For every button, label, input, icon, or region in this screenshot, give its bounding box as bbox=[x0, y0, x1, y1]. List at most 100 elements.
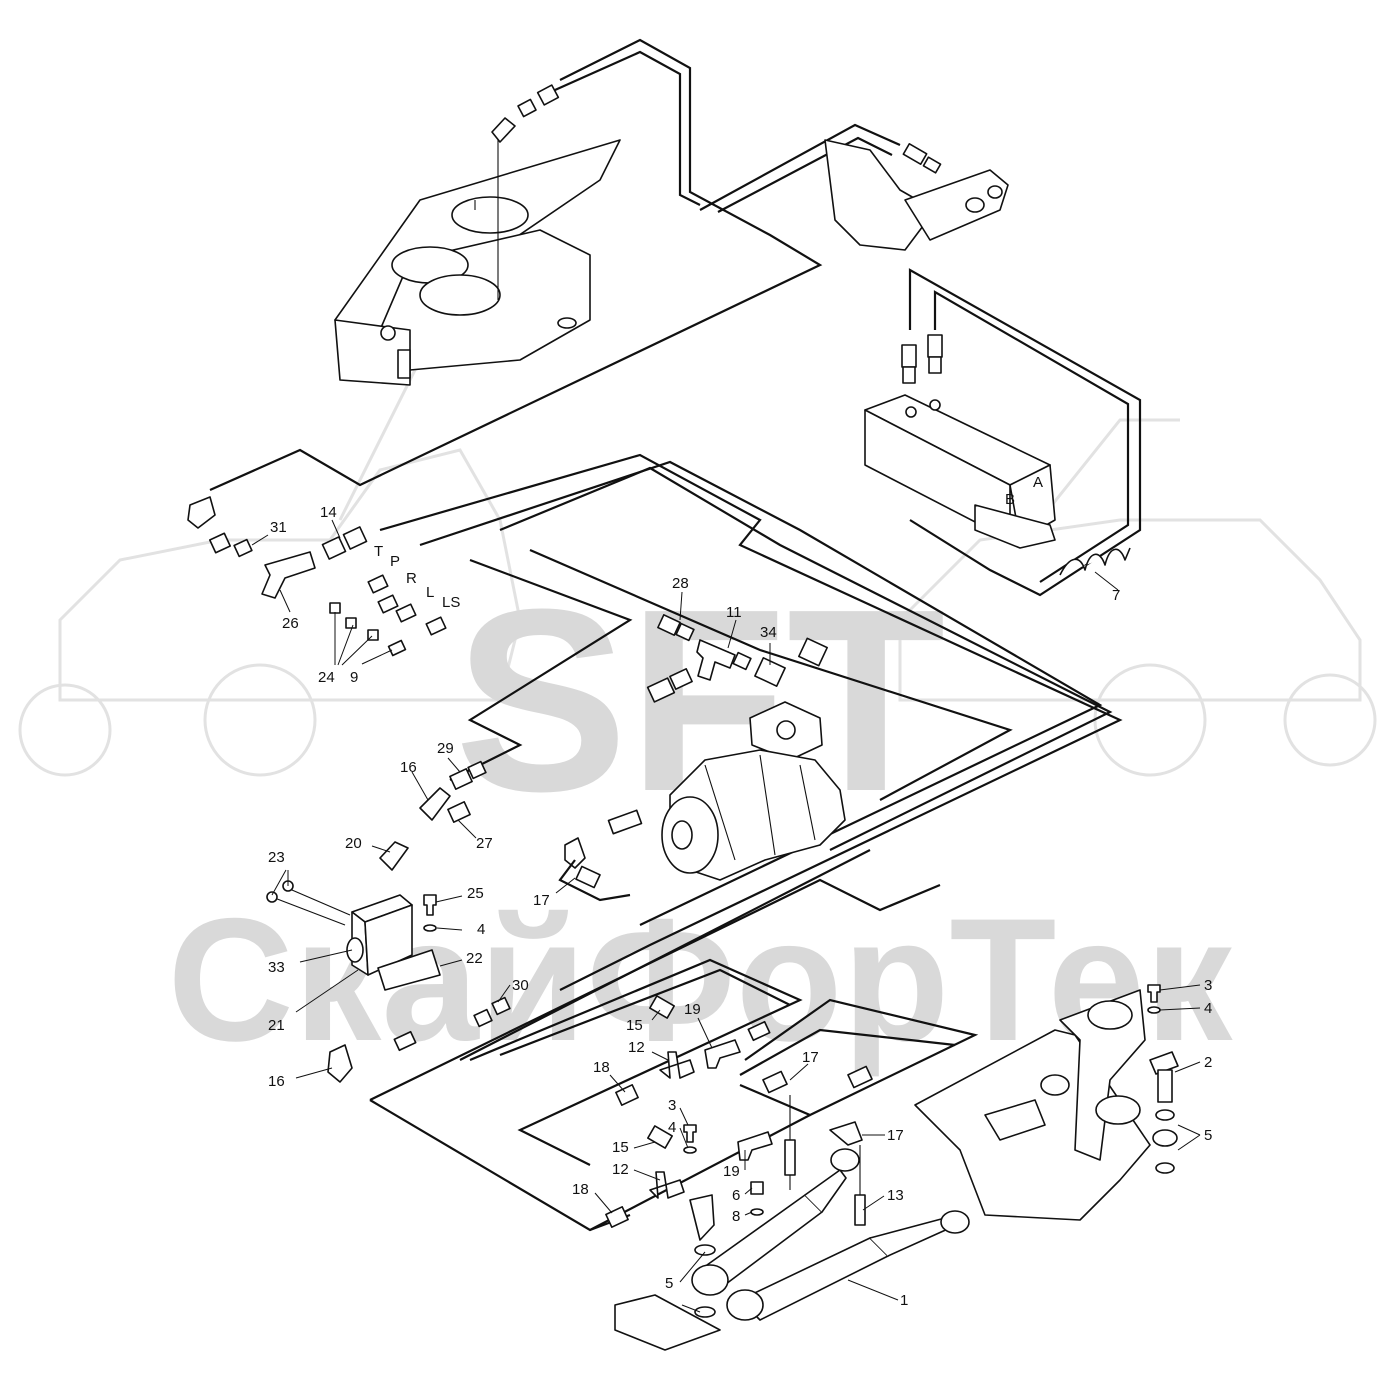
bracket-22 bbox=[377, 949, 441, 991]
washer-5-c bbox=[1155, 1109, 1175, 1121]
stud-17-left bbox=[784, 1139, 796, 1176]
port-label-r: R bbox=[406, 570, 417, 587]
callout-1: 1 bbox=[900, 1292, 908, 1309]
tee-12-upper bbox=[659, 1051, 695, 1079]
fitting-19-right bbox=[747, 1020, 771, 1042]
hose-pedal-return-b bbox=[717, 136, 893, 213]
fitting-30a bbox=[473, 1008, 493, 1028]
washer-4-upper bbox=[423, 924, 437, 932]
hose-17-elbow bbox=[564, 837, 586, 869]
fitting-17-mid-b bbox=[847, 1065, 873, 1089]
callout-16-upper: 16 bbox=[400, 759, 417, 776]
fitting-p bbox=[367, 574, 389, 594]
callout-18-upper: 18 bbox=[593, 1059, 610, 1076]
hose-cylinder-feed-b bbox=[459, 849, 871, 1061]
priority-block-port bbox=[346, 937, 364, 963]
brake-valve-fitting bbox=[902, 143, 928, 165]
callout-8: 8 bbox=[732, 1208, 740, 1225]
callout-12-upper: 12 bbox=[628, 1039, 645, 1056]
bolt-3-right bbox=[1147, 984, 1161, 1003]
fitting-15-upper bbox=[649, 995, 675, 1019]
brake-valve-fitting-2 bbox=[922, 156, 942, 174]
fitting-14b bbox=[342, 526, 368, 550]
washer-4-right bbox=[1147, 1006, 1161, 1014]
cylinder-tee-group bbox=[605, 995, 873, 1228]
callout-24: 24 bbox=[318, 669, 335, 686]
callout-3-left: 3 bbox=[668, 1097, 676, 1114]
callout-numbers: 1 2 3 3 4 4 4 5 5 6 7 8 9 11 12 12 13 14… bbox=[268, 504, 1212, 1309]
hose-loop-lower bbox=[449, 558, 633, 781]
elbow-16-upper bbox=[419, 787, 451, 821]
callout-23: 23 bbox=[268, 849, 285, 866]
callout-3-right: 3 bbox=[1204, 977, 1212, 994]
bracket-arm-left bbox=[689, 1194, 715, 1241]
hose-top-steering bbox=[209, 38, 823, 492]
callout-14: 14 bbox=[320, 504, 337, 521]
fitting-9 bbox=[387, 639, 407, 657]
fitting-29b bbox=[467, 760, 487, 780]
cylinder-rear-eye bbox=[830, 1148, 860, 1172]
callout-18-lower: 18 bbox=[572, 1181, 589, 1198]
hose-cylinder-loop-d bbox=[739, 1028, 956, 1076]
hose-top-steering-b bbox=[554, 50, 701, 206]
brake-valve-port-2 bbox=[987, 185, 1003, 199]
callout-5-right: 5 bbox=[1204, 1127, 1212, 1144]
fitting-28 bbox=[657, 614, 681, 636]
callout-29: 29 bbox=[437, 740, 454, 757]
hose-cylinder-loop bbox=[469, 958, 803, 1166]
bolt-25 bbox=[423, 894, 437, 916]
valve-port-hole-2 bbox=[929, 399, 941, 411]
hose-pedal-return bbox=[699, 123, 901, 211]
fitting-elbow-left bbox=[187, 496, 216, 529]
callout-21: 21 bbox=[268, 1017, 285, 1034]
pump-fitting-upper-b bbox=[669, 668, 693, 690]
fitting-28b bbox=[675, 622, 695, 642]
callout-34: 34 bbox=[760, 624, 777, 641]
hose-loop-lower-b bbox=[529, 548, 1013, 801]
brake-valve-bracket bbox=[824, 139, 936, 251]
fitting-18-upper bbox=[615, 1084, 639, 1106]
elbow-17-right bbox=[829, 1121, 863, 1146]
callout-6: 6 bbox=[732, 1187, 740, 1204]
callout-15-upper: 15 bbox=[626, 1017, 643, 1034]
valve-port-hole-1 bbox=[905, 406, 917, 418]
watermark-tractor-left bbox=[18, 338, 522, 777]
fitting-l bbox=[395, 603, 417, 623]
callout-20: 20 bbox=[345, 835, 362, 852]
valve-fitting-a bbox=[901, 344, 917, 368]
hose-network bbox=[209, 38, 1142, 1232]
port-label-t: T bbox=[374, 543, 383, 560]
steering-cylinders bbox=[614, 1148, 970, 1351]
pedal-bore-3 bbox=[419, 274, 501, 316]
brake-valve-body bbox=[904, 169, 1009, 241]
fitting-11b bbox=[732, 651, 752, 671]
valve-block-foot bbox=[974, 504, 1056, 549]
fitting-29 bbox=[449, 768, 473, 790]
plate-2 bbox=[1149, 1051, 1179, 1075]
fitting-nut-31a bbox=[208, 532, 232, 554]
brake-master-valve bbox=[824, 139, 1009, 251]
callout-26: 26 bbox=[282, 615, 299, 632]
pedal-elbow-fitting bbox=[491, 117, 516, 143]
bolt-3-left bbox=[683, 1124, 697, 1143]
hose-17 bbox=[558, 859, 631, 902]
pedal-bracket bbox=[397, 349, 411, 379]
tee-19-lower bbox=[737, 1131, 773, 1161]
bushing-5 bbox=[1152, 1129, 1178, 1147]
cylinder-rear-end bbox=[691, 1264, 729, 1296]
tee-11 bbox=[696, 639, 736, 681]
callout-13: 13 bbox=[887, 1187, 904, 1204]
hydraulic-pump-group bbox=[379, 614, 846, 902]
hose-brake-valve-a bbox=[908, 268, 1142, 597]
washer-4-left bbox=[683, 1146, 697, 1154]
fitting-27 bbox=[447, 801, 471, 823]
hose-cylinder-loop-c bbox=[739, 998, 979, 1117]
plug-24a bbox=[329, 602, 341, 614]
port-label-l: L bbox=[426, 584, 434, 601]
cylinder-1-eye bbox=[940, 1210, 970, 1234]
callout-4-right: 4 bbox=[1204, 1000, 1212, 1017]
fitting-nut-31b bbox=[233, 538, 253, 558]
callout-25: 25 bbox=[467, 885, 484, 902]
callout-17-right: 17 bbox=[887, 1127, 904, 1144]
